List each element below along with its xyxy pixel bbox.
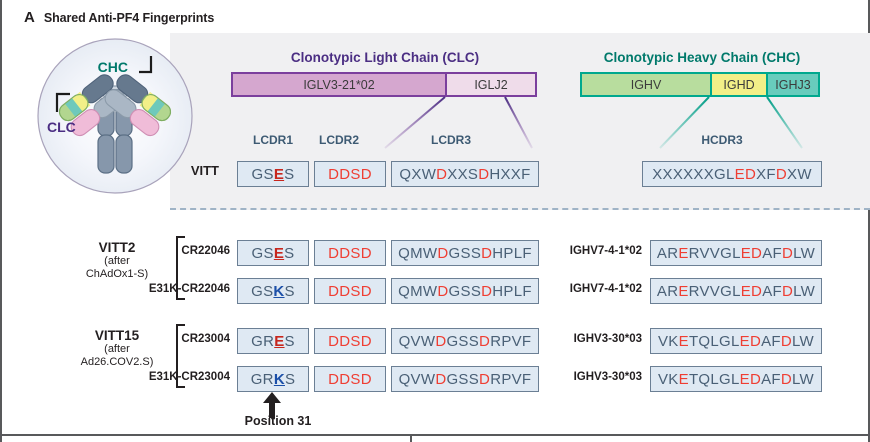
panel-bottom-tick [410, 434, 412, 442]
group-subtitle-line2: Ad26.COV2.S) [80, 356, 154, 368]
antibody-schematic-icon: CHC CLC [37, 38, 193, 194]
group-label-vitt15: VITT15 (after Ad26.COV2.S) [57, 328, 177, 369]
heavy-chain-title: Clonotypic Heavy Chain (CHC) [603, 50, 801, 65]
consensus-row-label: VITT [190, 163, 219, 178]
ighv-gene-label: IGHV3-30*03 [573, 333, 642, 345]
clone-label-cr23004: CR23004 [181, 333, 230, 345]
group-bracket-vitt15 [176, 324, 185, 388]
gene-segment-ighj: IGHJ3 [768, 74, 818, 95]
clone-label-e31k-cr22046: E31K-CR22046 [148, 283, 230, 295]
clc-diagram-label: CLC [47, 119, 76, 135]
column-header-lcdr3: LCDR3 [430, 133, 471, 147]
page-title: Shared Anti-PF4 Fingerprints [43, 11, 215, 25]
ighv-gene-label: IGHV3-30*03 [573, 371, 642, 383]
gene-segment-iglv: IGLV3-21*02 [233, 74, 447, 95]
position-31-label: Position 31 [244, 414, 312, 428]
group-name: VITT2 [98, 240, 136, 255]
group-subtitle-line2: ChAdOx1-S) [85, 268, 149, 280]
gene-segment-ighd: IGHD [712, 74, 768, 95]
panel-letter: A [24, 9, 35, 26]
panel-bottom-rule [2, 434, 870, 436]
clone-label-cr22046: CR22046 [181, 245, 230, 257]
position-31-arrow-icon [263, 392, 281, 418]
gene-segment-ighv: IGHV [582, 74, 712, 95]
light-chain-gene-bar: IGLV3-21*02 IGLJ2 [231, 72, 537, 97]
column-header-lcdr1: LCDR1 [252, 133, 293, 147]
group-label-vitt2: VITT2 (after ChAdOx1-S) [62, 240, 172, 281]
group-subtitle-line1: (after [104, 255, 130, 267]
ighv-gene-label: IGHV7-4-1*02 [569, 245, 642, 257]
panel-heading: A Shared Anti-PF4 Fingerprints [24, 9, 214, 26]
group-subtitle-line1: (after [104, 343, 130, 355]
column-header-hcdr3: HCDR3 [701, 133, 743, 147]
clone-label-e31k-cr23004: E31K-CR23004 [148, 371, 230, 383]
heavy-chain-gene-bar: IGHV IGHD IGHJ3 [580, 72, 820, 97]
group-name: VITT15 [94, 328, 140, 343]
column-header-lcdr2: LCDR2 [318, 133, 359, 147]
ighv-gene-label: IGHV7-4-1*02 [569, 283, 642, 295]
gene-segment-iglj: IGLJ2 [447, 74, 535, 95]
chc-diagram-label: CHC [98, 59, 128, 75]
group-bracket-vitt2 [176, 236, 185, 300]
section-divider [170, 208, 870, 210]
light-chain-title: Clonotypic Light Chain (CLC) [290, 50, 480, 65]
